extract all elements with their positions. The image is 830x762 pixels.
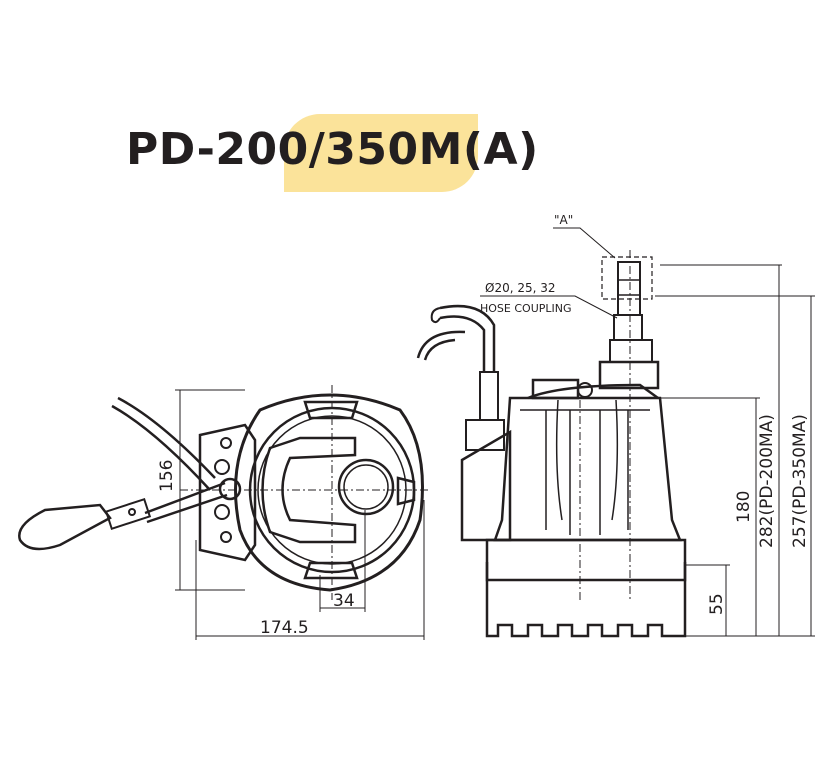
- coupling-name-label: HOSE COUPLING: [480, 302, 572, 315]
- title-highlight: [284, 114, 478, 192]
- dim-55: 55: [707, 593, 727, 615]
- dim-34: 34: [333, 591, 355, 611]
- side-view: [416, 227, 815, 638]
- model-title: PD-200/350M(A): [126, 124, 539, 175]
- dim-156: 156: [157, 460, 177, 492]
- model-prefix: PD-200: [126, 124, 309, 175]
- dim-180: 180: [734, 491, 754, 523]
- dim-257: 257(PD-350MA): [790, 414, 810, 548]
- model-suffix: /350M(A): [308, 124, 539, 175]
- detail-ref-label: "A": [554, 213, 573, 227]
- coupling-sizes-label: Ø20, 25, 32: [485, 281, 556, 295]
- title-area: PD-200/350M(A): [0, 0, 830, 200]
- dim-282: 282(PD-200MA): [757, 414, 777, 548]
- dim-174-5: 174.5: [260, 618, 309, 638]
- top-view: [18, 385, 430, 640]
